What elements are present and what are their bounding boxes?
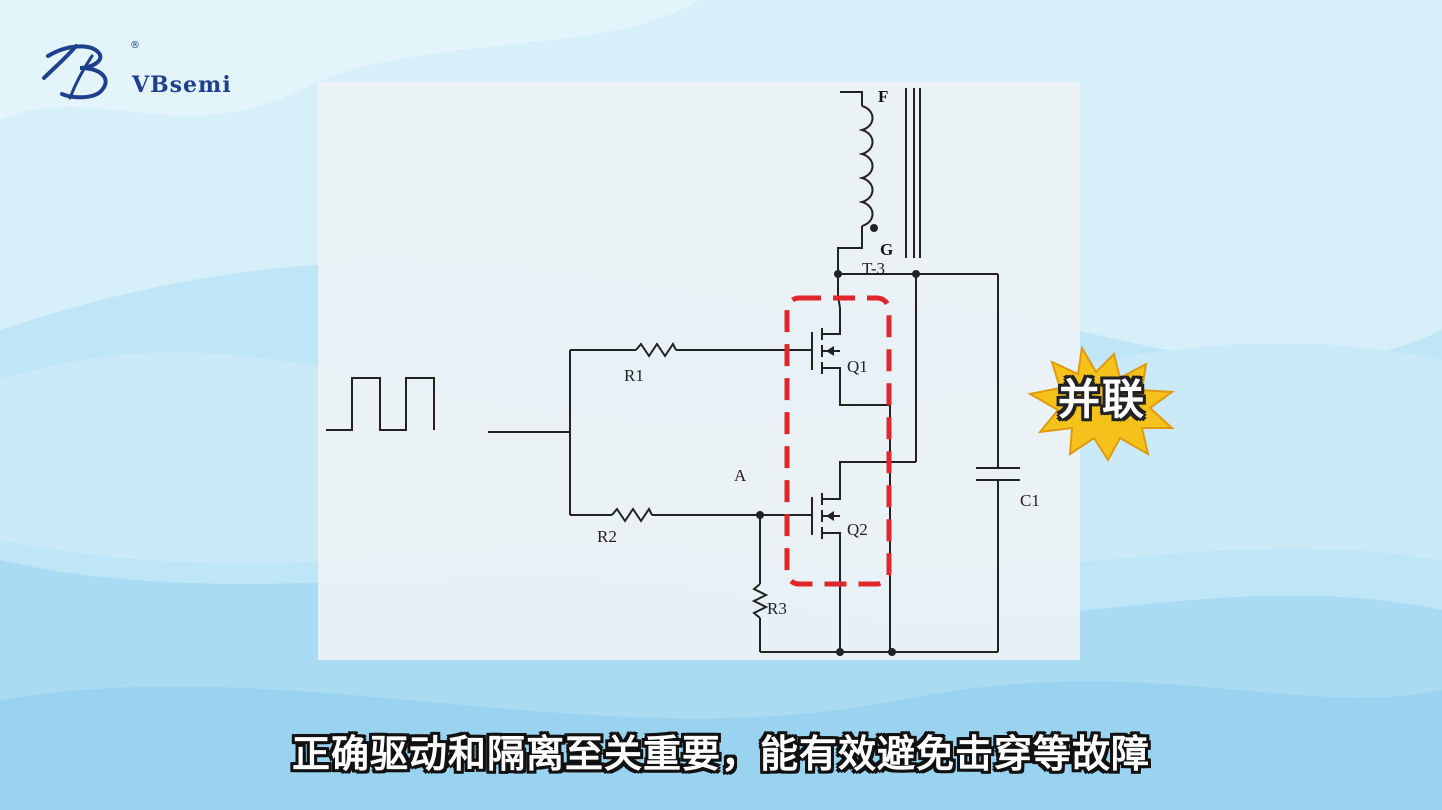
parallel-highlight-box <box>784 295 892 587</box>
brand-name: VBsemi <box>132 72 232 98</box>
label-node-a: A <box>734 466 747 485</box>
label-q1: Q1 <box>847 357 868 376</box>
vbsemi-logo-icon <box>42 44 108 100</box>
label-g: G <box>880 240 893 259</box>
label-r1: R1 <box>624 366 644 385</box>
label-t3: T-3 <box>862 259 885 278</box>
callout-label: 并联 <box>1058 375 1147 424</box>
label-r2: R2 <box>597 527 617 546</box>
c1-capacitor <box>976 467 1020 481</box>
starburst-icon <box>1027 345 1175 462</box>
registered-mark: ® <box>130 40 140 51</box>
transformer-coil <box>858 105 874 227</box>
diagram-panel <box>318 82 1080 660</box>
label-c1: C1 <box>1020 491 1040 510</box>
label-q2: Q2 <box>847 520 868 539</box>
label-r3: R3 <box>767 599 787 618</box>
transformer-core <box>905 88 921 258</box>
r3-resistor <box>751 583 769 619</box>
video-subtitle: 正确驱动和隔离至关重要，能有效避免击穿等故障 <box>291 732 1150 776</box>
label-f: F <box>878 87 888 106</box>
r1-resistor <box>635 342 677 358</box>
square-wave-signal <box>326 377 435 431</box>
r2-resistor <box>611 507 653 523</box>
